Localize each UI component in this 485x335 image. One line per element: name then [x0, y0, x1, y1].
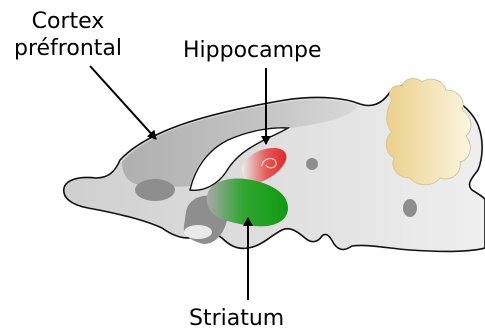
striatum-label: Striatum	[189, 305, 284, 332]
brainstem-blob	[403, 199, 417, 217]
cortex-label-line2: préfrontal	[10, 35, 126, 62]
cortex-label-line1: Cortex	[10, 8, 126, 35]
cerebellum	[386, 79, 471, 185]
light-patch	[184, 225, 212, 239]
olfactory-region	[135, 179, 175, 201]
cortex-arrow	[90, 66, 156, 139]
hippocampus-label: Hippocampe	[183, 37, 322, 64]
cortex-label: Cortex préfrontal	[10, 8, 126, 62]
thalamic-blob	[306, 158, 318, 170]
